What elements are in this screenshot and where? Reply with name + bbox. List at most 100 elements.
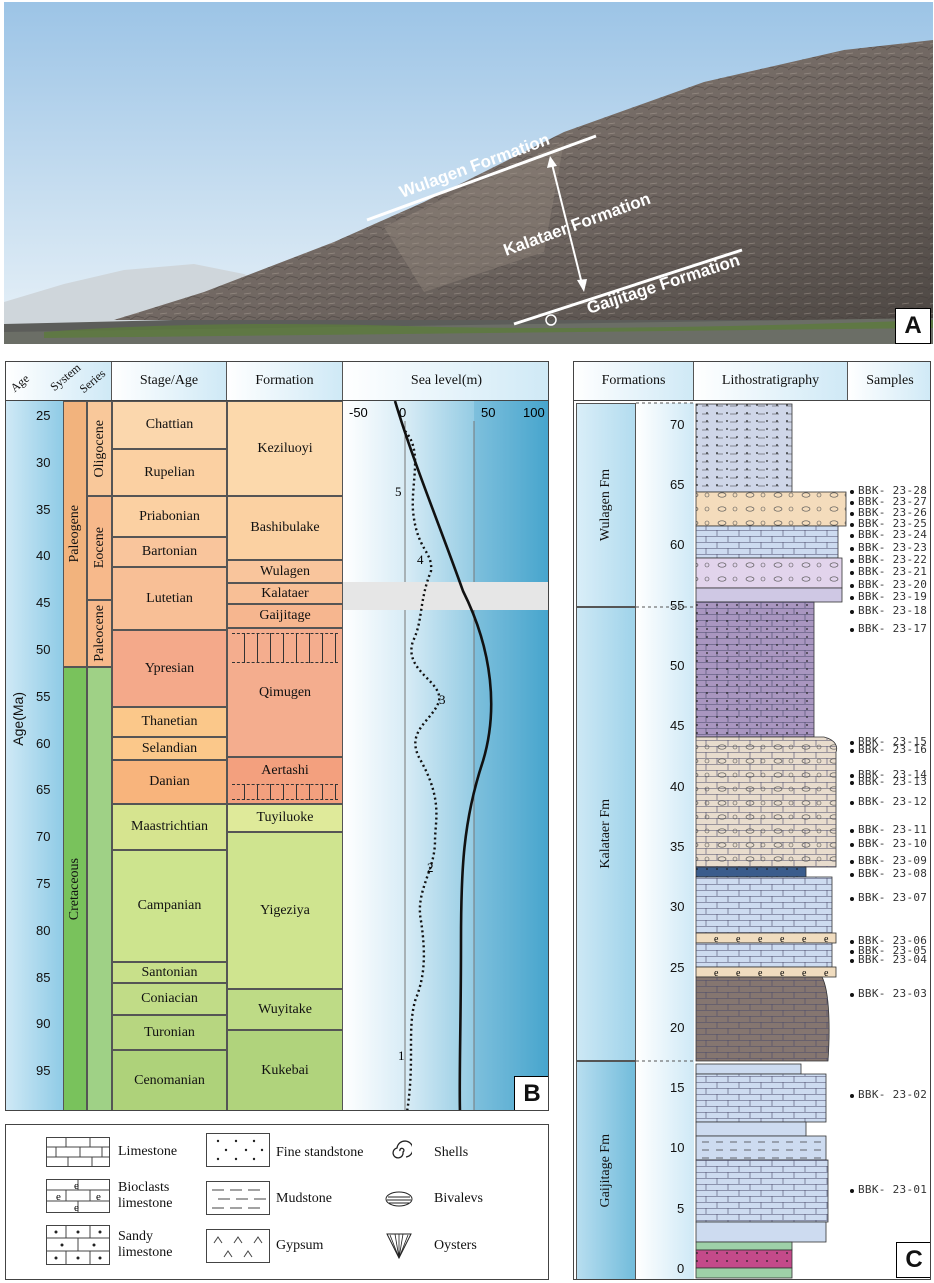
- mudstone-swatch: [206, 1181, 270, 1215]
- header-formations-c: Formations: [574, 362, 694, 400]
- header-formation: Formation: [227, 362, 343, 400]
- bioclast-glyph-4: e: [74, 1202, 79, 1213]
- long-term-sealevel-curve: [393, 401, 493, 1110]
- system-paleogene: Paleogene: [63, 401, 87, 667]
- depth-tick: 55: [670, 597, 685, 613]
- limestone-swatch: [46, 1137, 110, 1167]
- age-tick: 35: [36, 501, 51, 517]
- bioclast-swatch: e e e e: [46, 1179, 110, 1213]
- sample-dot: [850, 897, 854, 901]
- sample-dot: [850, 628, 854, 632]
- formation-wulagen: Wulagen: [227, 560, 343, 583]
- formation-gaijitage: Gaijitage: [227, 604, 343, 628]
- cycle-label-2: 2: [427, 860, 434, 875]
- fine-sandstone-swatch: [206, 1133, 270, 1167]
- sample-dot: [850, 749, 854, 753]
- sample-dot: [850, 610, 854, 614]
- sample-label: BBK- 23-08: [858, 867, 928, 880]
- legend-limestone: Limestone: [118, 1144, 178, 1159]
- sample-label: BBK- 23-19: [858, 590, 928, 603]
- bioclast-glyph-3: e: [96, 1191, 101, 1203]
- formation-bashibulake: Bashibulake: [227, 496, 343, 560]
- bioclast-glyph: e: [802, 968, 807, 979]
- panel-b: Age System Series Stage/Age Formation Se…: [5, 361, 549, 1111]
- sandy-limestone-swatch: [46, 1225, 110, 1265]
- fm-gaijitage: Gaijitage Fm: [576, 1061, 636, 1279]
- depth-tick: 10: [670, 1140, 685, 1156]
- stage-coniacian: Coniacian: [112, 983, 227, 1015]
- short-term-sealevel-curve: [404, 430, 441, 1110]
- sample-dot: [850, 559, 854, 563]
- age-tick: 55: [36, 688, 51, 704]
- stage-chattian: Chattian: [112, 401, 227, 449]
- depth-tick: 0: [677, 1261, 685, 1276]
- legend-shells: Shells: [434, 1145, 469, 1160]
- sample-dot: [850, 1094, 854, 1098]
- bioclast-glyph: e: [758, 968, 763, 979]
- age-tick: 50: [36, 642, 51, 657]
- depth-tick: 50: [670, 658, 685, 673]
- age-tick: 40: [36, 548, 51, 564]
- sample-label: BBK- 23-01: [858, 1183, 928, 1196]
- cycle-label-1: 1: [398, 1048, 405, 1063]
- depth-tick: 40: [670, 778, 685, 794]
- sample-label: BBK- 23-24: [858, 528, 928, 541]
- sample-dot: [850, 523, 854, 527]
- header-sealevel: Sea level(m): [343, 362, 548, 400]
- age-tick: 60: [36, 735, 51, 751]
- legend: Limestone e e e e Bioclasts limestone Sa…: [5, 1124, 549, 1280]
- stage-selandian: Selandian: [112, 737, 227, 760]
- aertashi-gypsum-band: [232, 784, 338, 800]
- depth-tick: 15: [670, 1080, 685, 1096]
- series-eocene-label: Eocene: [91, 527, 107, 569]
- sample-dot: [850, 950, 854, 954]
- sample-label: BBK- 23-28: [858, 484, 928, 497]
- sample-dot: [850, 829, 854, 833]
- sample-dot: [850, 860, 854, 864]
- sample-label: BBK- 23-04: [858, 953, 928, 966]
- series-oligocene: Oligocene: [87, 401, 112, 496]
- age-tick: 30: [36, 454, 51, 470]
- sample-label: BBK- 23-15: [858, 735, 928, 748]
- series-eocene: Eocene: [87, 496, 112, 600]
- formation-tuyiluoke: Tuyiluoke: [227, 804, 343, 832]
- sample-label: BBK- 23-21: [858, 565, 928, 578]
- header-stage: Stage/Age: [112, 362, 227, 400]
- age-tick: 45: [36, 595, 51, 611]
- header-age-group: [6, 362, 112, 400]
- depth-tick: 45: [670, 718, 685, 734]
- bioclast-glyph: e: [714, 934, 719, 945]
- depth-tick: 35: [670, 838, 685, 854]
- stage-campanian: Campanian: [112, 850, 227, 962]
- sample-label: BBK- 23-12: [858, 795, 928, 808]
- depth-tick: 70: [670, 416, 685, 432]
- series-cretaceous-blank: [87, 667, 112, 1110]
- header-samples: Samples: [848, 362, 930, 400]
- stage-thanetian: Thanetian: [112, 707, 227, 737]
- panel-c: Formations Lithostratigraphy Samples Wul…: [573, 361, 931, 1280]
- series-paleocene-label: Paleocene: [91, 605, 107, 662]
- cycle-label-3: 3: [439, 692, 446, 707]
- system-cretaceous-label: Cretaceous: [67, 858, 82, 921]
- stage-cenomanian: Cenomanian: [112, 1050, 227, 1110]
- sealevel-tick-0: 0: [399, 405, 406, 420]
- legend-sandy: Sandy limestone: [118, 1229, 173, 1260]
- bioclast-glyph: e: [780, 968, 785, 979]
- sample-label: BBK- 23-10: [858, 837, 928, 850]
- qimugen-gypsum-band: [232, 633, 338, 663]
- legend-bioclasts: Bioclasts limestone: [118, 1180, 173, 1211]
- sample-dot: [850, 512, 854, 516]
- sample-dot: [850, 501, 854, 505]
- sample-label: BBK- 23-26: [858, 506, 928, 519]
- gypsum-swatch: [206, 1229, 270, 1263]
- bioclast-glyph: e: [780, 934, 785, 945]
- age-tick: 80: [36, 922, 51, 938]
- sample-dot: [850, 571, 854, 575]
- sample-label: BBK- 23-17: [858, 622, 928, 635]
- bioclast-glyph: e: [802, 934, 807, 945]
- stage-bartonian: Bartonian: [112, 537, 227, 567]
- sealevel-tick-50: 50: [481, 405, 495, 420]
- depth-axis-column: [636, 403, 694, 1279]
